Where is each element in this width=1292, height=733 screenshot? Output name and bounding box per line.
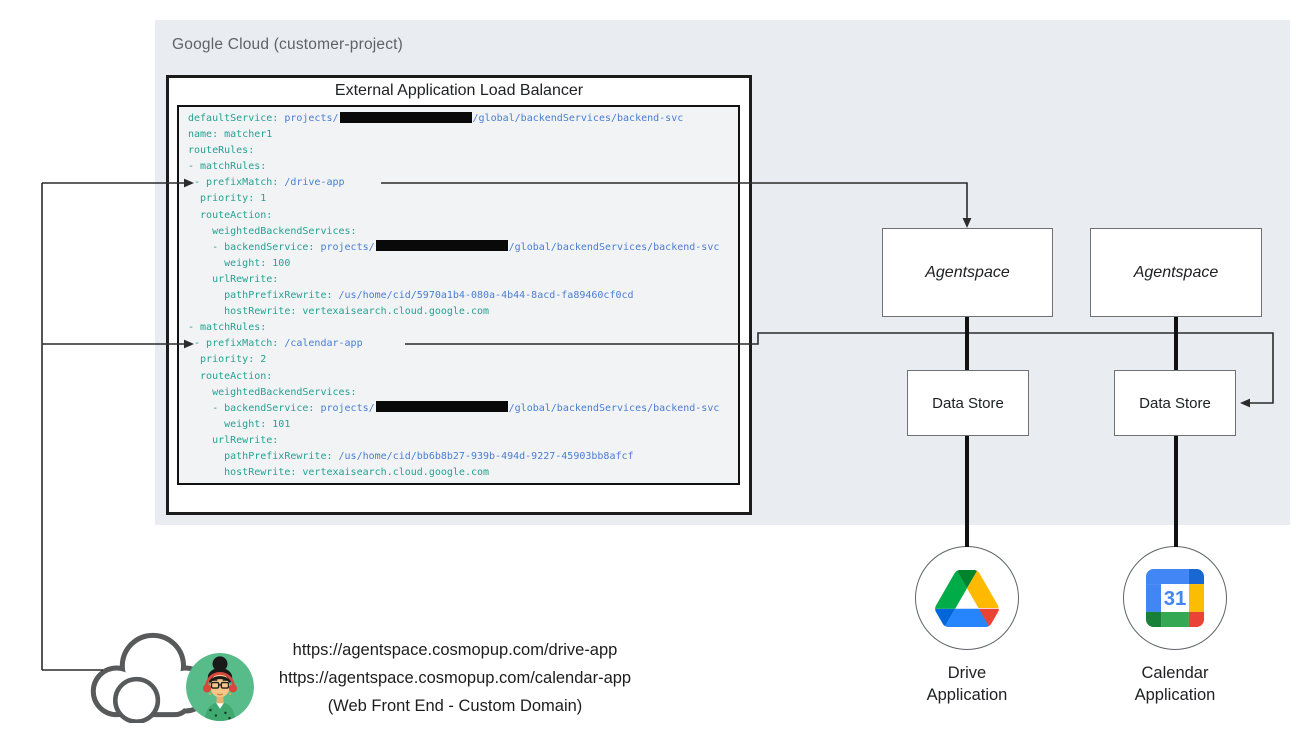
drive-app-label: Drive Application — [926, 664, 1008, 704]
redaction-bar — [339, 111, 472, 123]
code-line: pathPrefixRewrite: /us/home/cid/5970a1b4… — [188, 290, 634, 302]
frontend-caption: (Web Front End - Custom Domain) — [327, 697, 583, 715]
drive-app-circle — [915, 546, 1019, 650]
frontend-url-drive: https://agentspace.cosmopup.com/drive-ap… — [292, 641, 618, 659]
user-avatar — [186, 653, 254, 721]
data-store-node-2: Data Store — [1114, 370, 1236, 436]
code-line: urlRewrite: — [188, 434, 279, 446]
google-drive-icon — [935, 569, 999, 627]
code-line: routeAction: — [188, 370, 273, 382]
calendar-app-circle: 31 — [1123, 546, 1227, 650]
web-front-end-text: https://agentspace.cosmopup.com/drive-ap… — [240, 636, 670, 720]
svg-text:31: 31 — [1164, 588, 1187, 610]
data-store-node-1: Data Store — [907, 370, 1029, 436]
load-balancer-title: External Application Load Balancer — [334, 82, 584, 99]
url-map-code-block: defaultService: projects//global/backend… — [177, 105, 740, 485]
agentspace-node-2: Agentspace — [1090, 228, 1262, 317]
code-line: defaultService: projects//global/backend… — [188, 111, 684, 124]
frontend-url-calendar: https://agentspace.cosmopup.com/calendar… — [278, 669, 632, 687]
calendar-app-label: Calendar Application — [1134, 664, 1216, 704]
code-line: hostRewrite: vertexaisearch.cloud.google… — [188, 467, 490, 479]
code-line: priority: 2 — [188, 354, 267, 366]
code-line: - backendService: projects//global/backe… — [188, 401, 720, 414]
code-line: name: matcher1 — [188, 129, 273, 141]
code-line: weight: 101 — [188, 418, 291, 430]
code-line: hostRewrite: vertexaisearch.cloud.google… — [188, 306, 490, 318]
code-line: - matchRules: — [188, 322, 267, 334]
code-line: - prefixMatch: /drive-app — [188, 177, 345, 189]
code-line: routeRules: — [188, 145, 255, 157]
google-calendar-icon: 31 — [1146, 569, 1204, 627]
code-line: weightedBackendServices: — [188, 386, 357, 398]
google-cloud-panel-label: Google Cloud (customer-project) — [172, 36, 404, 53]
redaction-bar — [375, 240, 508, 252]
code-line: - prefixMatch: /calendar-app — [188, 338, 363, 350]
code-line: - matchRules: — [188, 161, 267, 173]
code-line: - backendService: projects//global/backe… — [188, 240, 720, 253]
code-line: weight: 100 — [188, 257, 291, 269]
code-line: routeAction: — [188, 209, 273, 221]
code-line: weightedBackendServices: — [188, 225, 357, 237]
code-line: pathPrefixRewrite: /us/home/cid/bb6b8b27… — [188, 450, 634, 462]
code-line: priority: 1 — [188, 193, 267, 205]
redaction-bar — [375, 401, 508, 413]
code-line: urlRewrite: — [188, 273, 279, 285]
agentspace-node-1: Agentspace — [882, 228, 1053, 317]
